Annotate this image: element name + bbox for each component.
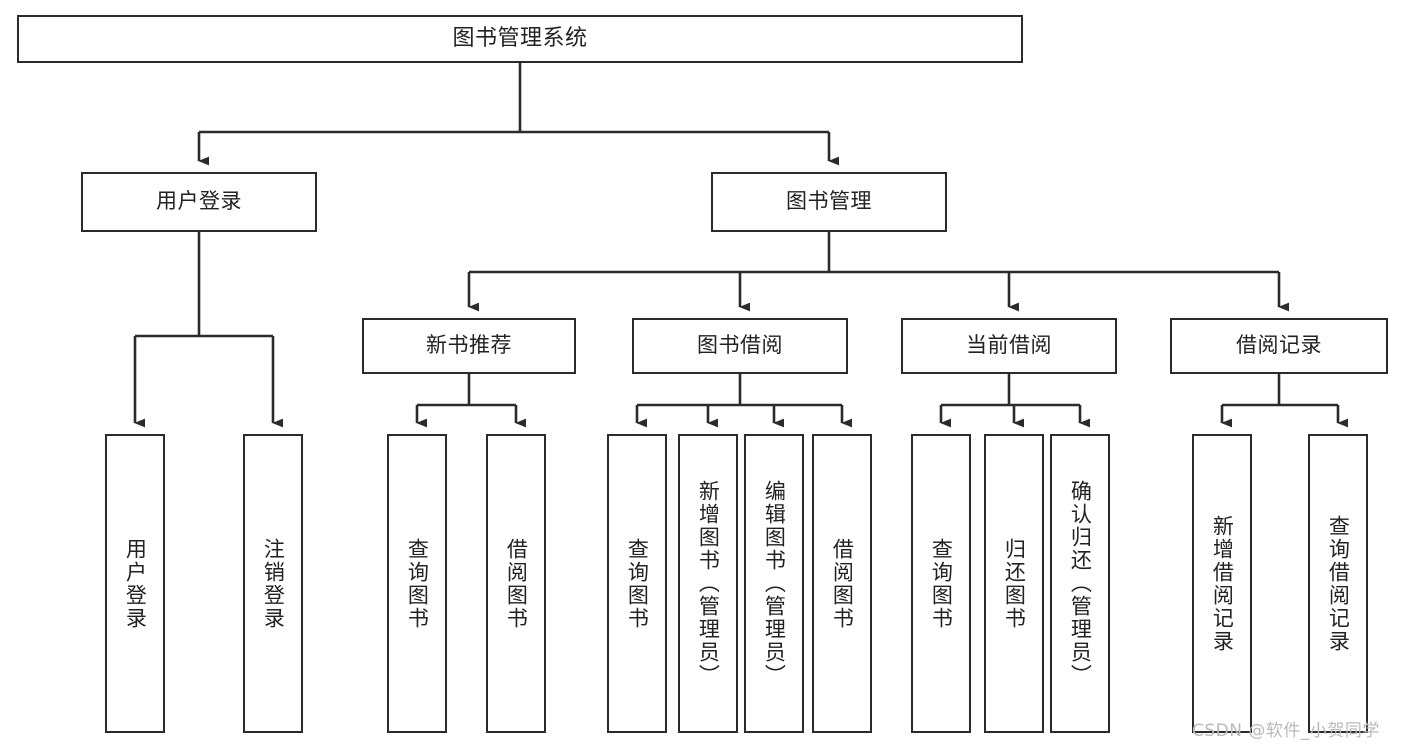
node-label: 归还图书 bbox=[1002, 537, 1027, 630]
node-leaf-b1[interactable]: 借阅图书 bbox=[486, 434, 546, 733]
node-leaf-b2[interactable]: 借阅图书 bbox=[812, 434, 872, 733]
watermark-label: CSDN @软件_小贺同学 bbox=[1192, 721, 1380, 741]
node-label: 借阅记录 bbox=[1236, 333, 1322, 358]
node-leaf-addrec[interactable]: 新增借阅记录 bbox=[1192, 434, 1252, 733]
node-label: 图书管理系统 bbox=[452, 25, 588, 51]
node-label: 查询图书 bbox=[929, 537, 954, 630]
node-label: 新增图书（管理员） bbox=[696, 480, 721, 687]
node-bookmgmt[interactable]: 图书管理 bbox=[711, 172, 947, 232]
node-label: 编辑图书（管理员） bbox=[762, 480, 787, 687]
node-leaf-logout[interactable]: 注销登录 bbox=[243, 434, 303, 733]
node-label: 用户登录 bbox=[123, 537, 148, 630]
node-records[interactable]: 借阅记录 bbox=[1170, 318, 1388, 374]
node-label: 确认归还（管理员） bbox=[1068, 480, 1093, 687]
node-leaf-add[interactable]: 新增图书（管理员） bbox=[678, 434, 738, 733]
node-label: 新书推荐 bbox=[426, 333, 512, 358]
node-borrow[interactable]: 图书借阅 bbox=[632, 318, 848, 374]
node-leaf-edit[interactable]: 编辑图书（管理员） bbox=[744, 434, 804, 733]
node-leaf-return[interactable]: 归还图书 bbox=[984, 434, 1044, 733]
node-root[interactable]: 图书管理系统 bbox=[17, 15, 1023, 63]
node-label: 当前借阅 bbox=[966, 333, 1052, 358]
node-label: 新增借阅记录 bbox=[1210, 514, 1235, 653]
node-label: 借阅图书 bbox=[830, 537, 855, 630]
node-label: 查询图书 bbox=[625, 537, 650, 630]
node-leaf-q1[interactable]: 查询图书 bbox=[387, 434, 447, 733]
node-label: 用户登录 bbox=[156, 189, 242, 214]
node-label: 借阅图书 bbox=[504, 537, 529, 630]
node-label: 图书借阅 bbox=[697, 333, 783, 358]
node-newbook[interactable]: 新书推荐 bbox=[362, 318, 576, 374]
node-label: 图书管理 bbox=[786, 189, 872, 214]
node-leaf-confirm[interactable]: 确认归还（管理员） bbox=[1050, 434, 1110, 733]
node-login[interactable]: 用户登录 bbox=[81, 172, 317, 232]
node-leaf-login[interactable]: 用户登录 bbox=[105, 434, 165, 733]
node-leaf-qrec[interactable]: 查询借阅记录 bbox=[1308, 434, 1368, 733]
node-label: 查询借阅记录 bbox=[1326, 514, 1351, 653]
node-current[interactable]: 当前借阅 bbox=[901, 318, 1117, 374]
node-leaf-q2[interactable]: 查询图书 bbox=[607, 434, 667, 733]
node-label: 注销登录 bbox=[261, 537, 286, 630]
node-leaf-q3[interactable]: 查询图书 bbox=[911, 434, 971, 733]
node-label: 查询图书 bbox=[405, 537, 430, 630]
